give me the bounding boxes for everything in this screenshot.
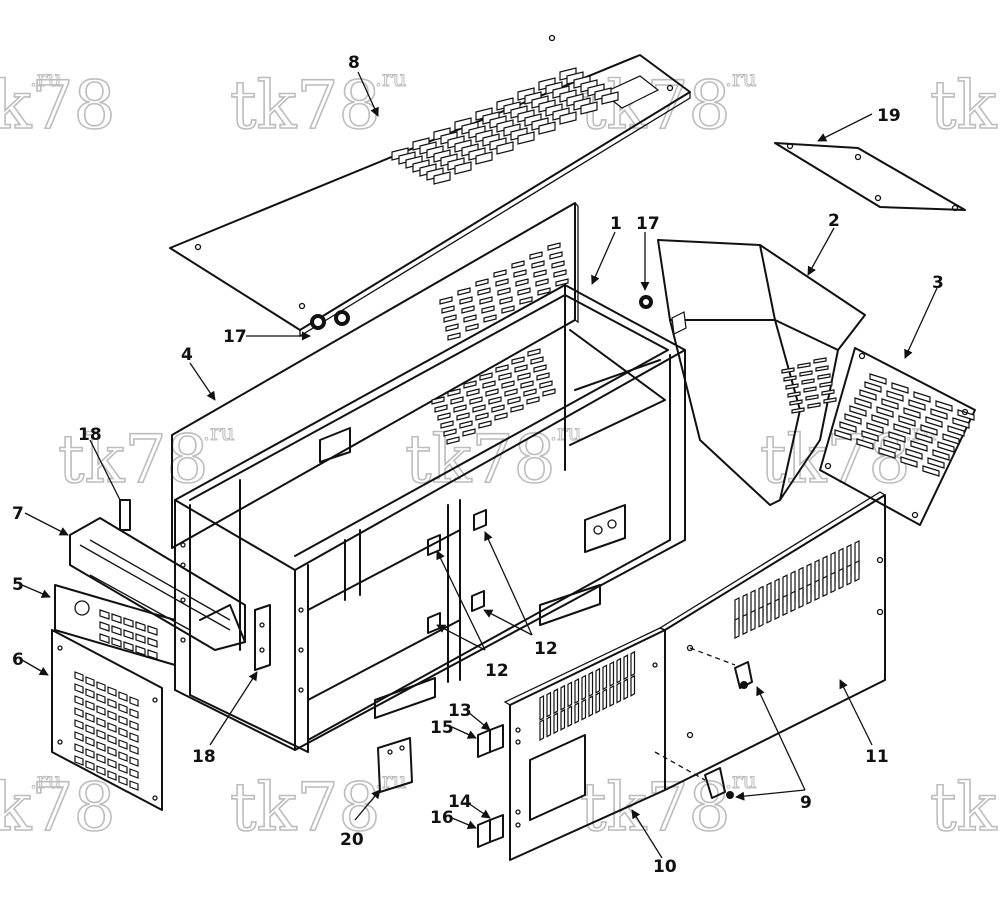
callout-16: 16 xyxy=(430,808,454,828)
front-plate xyxy=(54,584,176,666)
top-cover-panel xyxy=(169,34,691,338)
callout-2: 2 xyxy=(828,211,840,231)
front-grille xyxy=(51,629,163,811)
callout-19: 19 xyxy=(877,106,901,126)
watermark-suffix: .ru xyxy=(725,769,757,794)
callout-labels: 8 19 1 17 2 3 17 4 18 7 5 6 18 12 12 13 … xyxy=(12,53,944,877)
callout-6: 6 xyxy=(12,650,24,670)
callout-12: 12 xyxy=(485,661,509,681)
rear-panel xyxy=(171,202,579,549)
side-grille xyxy=(819,347,976,526)
front-air-duct xyxy=(69,517,246,651)
rear-panel-louver-lower xyxy=(431,348,556,445)
top-cover-louver xyxy=(391,67,619,185)
main-frame xyxy=(174,284,686,753)
callout-17: 17 xyxy=(636,214,660,234)
watermark-text: tk78 xyxy=(930,67,1000,144)
front-plate-louver xyxy=(99,609,158,660)
watermark-text: tk78 xyxy=(580,67,731,144)
side-panel-left-louver xyxy=(539,650,636,742)
callout-3: 3 xyxy=(932,273,944,293)
callout-1: 1 xyxy=(610,214,622,234)
latch xyxy=(704,661,753,799)
callout-18: 18 xyxy=(78,425,102,445)
watermark-text: tk78 xyxy=(58,421,209,498)
watermarks: tk78 .ru tk78 .ru tk78 .ru tk78 tk78 .ru… xyxy=(0,66,1000,847)
watermark-suffix: .ru xyxy=(30,67,62,92)
side-grille-louver xyxy=(834,373,975,477)
watermark-text: tk78 xyxy=(0,67,116,144)
callout-12: 12 xyxy=(534,639,558,659)
clip xyxy=(377,737,413,793)
gasket xyxy=(774,142,966,212)
watermark-text: tk78 xyxy=(405,421,556,498)
blower-housing-louver xyxy=(781,357,837,414)
front-grille-louver xyxy=(74,671,139,791)
callout-8: 8 xyxy=(348,53,360,73)
catch-hardware xyxy=(477,724,504,848)
callout-13: 13 xyxy=(448,701,472,721)
side-panel-left xyxy=(503,627,666,861)
watermark-text: tk78 xyxy=(0,769,116,846)
callout-14: 14 xyxy=(448,792,472,812)
watermark-text: tk78 xyxy=(230,67,381,144)
blower-housing xyxy=(639,239,866,506)
side-panel-right xyxy=(654,491,886,791)
callout-4: 4 xyxy=(181,345,193,365)
watermark-suffix: .ru xyxy=(203,421,235,446)
watermark-suffix: .ru xyxy=(375,67,407,92)
callout-17: 17 xyxy=(223,327,247,347)
watermark-text: tk78 xyxy=(580,769,731,846)
watermark-text: tk78 xyxy=(230,769,381,846)
callout-11: 11 xyxy=(865,747,889,767)
callout-15: 15 xyxy=(430,718,454,738)
watermark-suffix: .ru xyxy=(30,769,62,794)
watermark-text: tk78 xyxy=(930,769,1000,846)
leader-lines xyxy=(21,71,938,859)
callout-9: 9 xyxy=(800,793,812,813)
side-panel-right-louver xyxy=(734,540,860,639)
callout-18: 18 xyxy=(192,747,216,767)
callout-10: 10 xyxy=(653,857,677,877)
watermark-suffix: .ru xyxy=(725,67,757,92)
callout-20: 20 xyxy=(340,830,364,850)
rear-panel-louver-upper xyxy=(439,242,569,341)
callout-7: 7 xyxy=(12,504,24,524)
callout-5: 5 xyxy=(12,575,24,595)
mounting-bracket xyxy=(119,499,271,671)
